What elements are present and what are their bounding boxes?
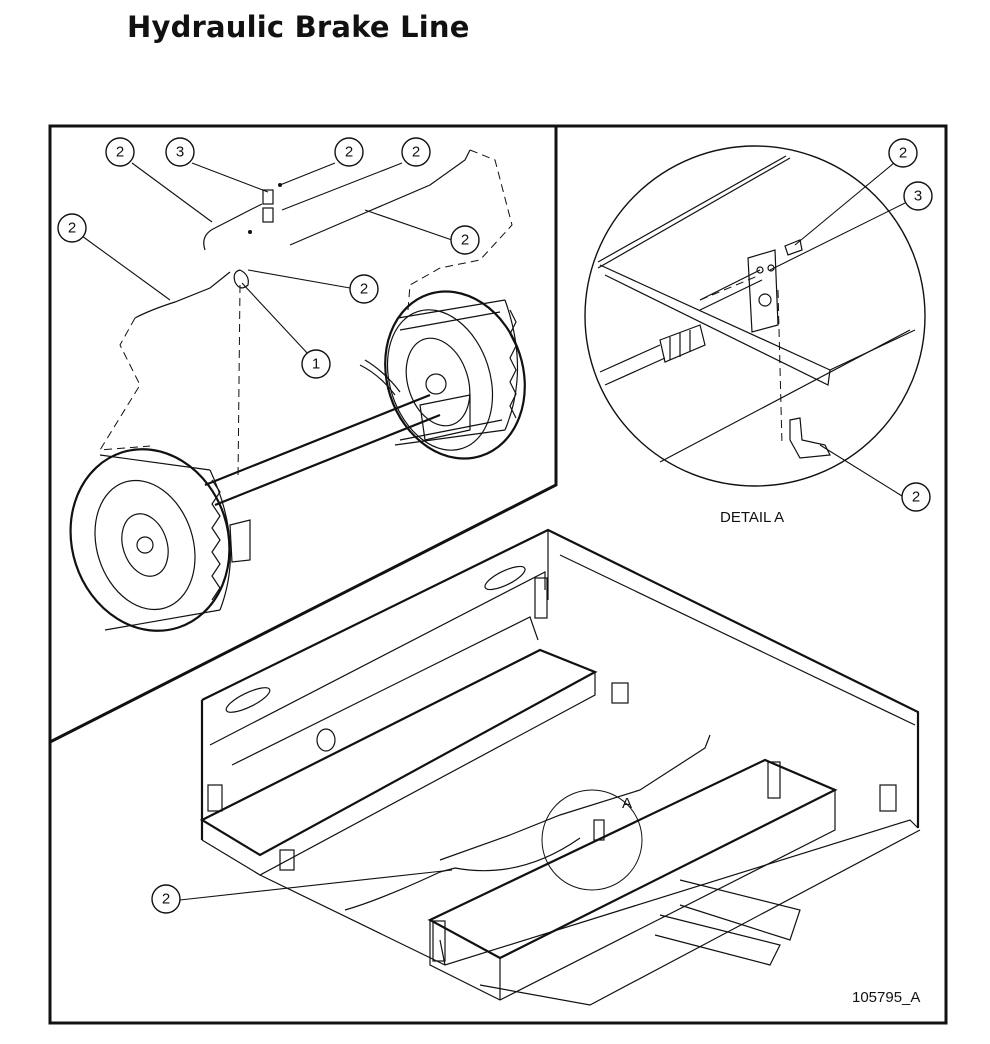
- callout-number: 2: [68, 220, 76, 237]
- leader-lines: [81, 162, 906, 901]
- detail-a: DETAIL A: [584, 145, 926, 526]
- callout-number: 2: [162, 891, 170, 908]
- callout-10: 3: [903, 181, 933, 211]
- callout-number: 2: [899, 145, 907, 162]
- callout-number: 2: [360, 281, 368, 298]
- callout-number: 1: [312, 356, 320, 373]
- callout-number: 2: [461, 232, 469, 249]
- outer-frame: [48, 124, 948, 1025]
- detail-a-label: DETAIL A: [720, 509, 784, 526]
- callout-number: 3: [914, 188, 922, 205]
- callout-number: 2: [345, 144, 353, 161]
- callout-7: 2: [349, 274, 379, 304]
- callout-1: 2: [105, 137, 135, 167]
- callout-3: 2: [334, 137, 364, 167]
- callout-number: 2: [912, 489, 920, 506]
- axle-inset-frame: [49, 126, 558, 744]
- callout-12: 2: [151, 884, 181, 914]
- page-title: Hydraulic Brake Line: [127, 10, 470, 44]
- callout-number: 2: [412, 144, 420, 161]
- callout-number: 2: [116, 144, 124, 161]
- trailer-body: A 105795_A: [199, 528, 920, 1006]
- callout-2: 3: [165, 137, 195, 167]
- drawing-number: 105795_A: [852, 989, 920, 1006]
- right-wheel: [384, 290, 526, 460]
- callout-11: 2: [901, 482, 931, 512]
- left-wheel: [69, 448, 231, 632]
- callout-4: 2: [401, 137, 431, 167]
- detail-a-marker: A: [622, 795, 632, 812]
- callout-number: 3: [176, 144, 184, 161]
- callout-9: 2: [888, 138, 918, 168]
- callout-5: 2: [450, 225, 480, 255]
- callout-6: 2: [57, 213, 87, 243]
- callout-8: 1: [301, 349, 331, 379]
- axle-assembly: [69, 149, 526, 632]
